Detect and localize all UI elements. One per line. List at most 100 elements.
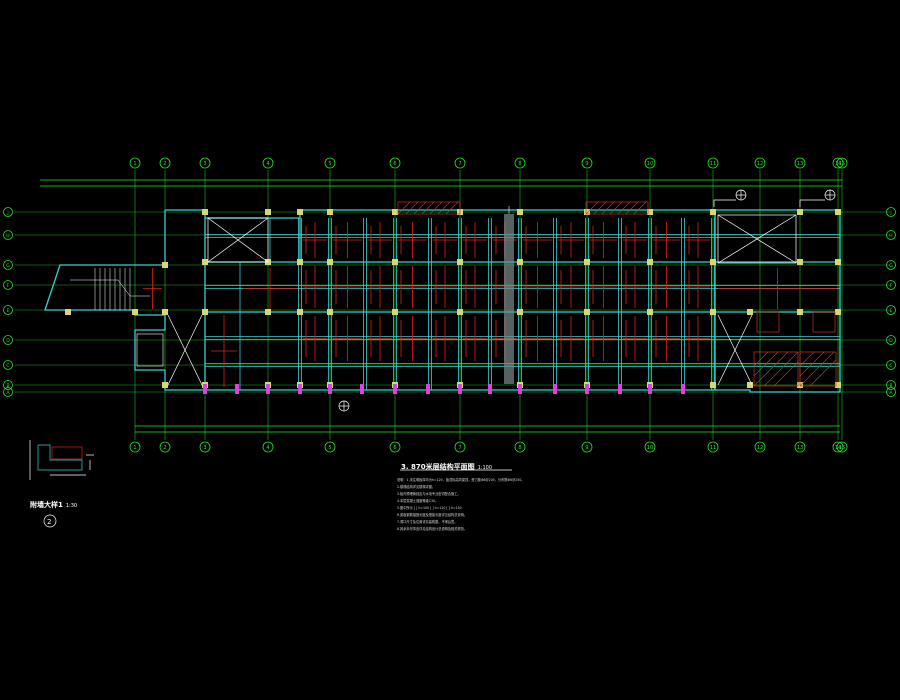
axis-label: 15 — [839, 161, 845, 167]
column — [835, 309, 841, 315]
axis-label: 4 — [266, 161, 269, 167]
axis-bubble-5 — [324, 157, 336, 169]
side-label-right: H — [889, 233, 892, 239]
column — [747, 382, 753, 388]
column — [797, 309, 803, 315]
bottom-openings — [203, 384, 685, 394]
detail-sketch — [29, 440, 94, 528]
column — [162, 309, 168, 315]
axis-label: 11 — [710, 161, 716, 167]
column — [647, 309, 653, 315]
axis-label: 7 — [458, 161, 461, 167]
axis-bubble-2 — [159, 441, 171, 453]
detail-scale: 1:30 — [65, 503, 78, 509]
side-label-right: F — [890, 283, 893, 289]
axis-bubble-11 — [707, 157, 719, 169]
column — [297, 309, 303, 315]
axis-bubble-7 — [454, 441, 466, 453]
column — [835, 382, 841, 388]
axis-bubble-10 — [644, 441, 656, 453]
column — [265, 209, 271, 215]
axis-bubble-9 — [581, 157, 593, 169]
column — [202, 259, 208, 265]
column — [162, 382, 168, 388]
axis-bubble-12 — [754, 157, 766, 169]
column — [132, 309, 138, 315]
column — [710, 309, 716, 315]
opening — [393, 384, 397, 394]
axis-bubble-12 — [754, 441, 766, 453]
side-label-right: J — [889, 210, 891, 216]
side-bubble-right — [886, 380, 896, 390]
axis-bubble-5 — [324, 441, 336, 453]
opening — [235, 384, 239, 394]
opening — [360, 384, 364, 394]
side-label-left: B — [6, 383, 9, 389]
axis-bubble-8 — [514, 441, 526, 453]
stair-left-wing — [70, 268, 150, 310]
column — [797, 259, 803, 265]
column — [265, 309, 271, 315]
axis-bubble-1 — [129, 441, 141, 453]
axis-bubble-14 — [832, 157, 844, 169]
note-line: 2.楼梯结构详见楼梯详图。 — [397, 485, 436, 489]
detail-title-text: 附墙大样1 — [30, 501, 63, 509]
side-bubble-left — [3, 230, 13, 240]
axis-bubble-10 — [644, 157, 656, 169]
opening — [426, 384, 430, 394]
opening — [553, 384, 557, 394]
axis-bubble-6 — [389, 441, 401, 453]
column — [797, 209, 803, 215]
axis-label: 9 — [585, 445, 588, 451]
axis-label: 8 — [518, 445, 521, 451]
axis-bubble-3 — [199, 157, 211, 169]
column — [162, 262, 168, 268]
side-label-left: G — [6, 263, 10, 269]
column — [517, 309, 523, 315]
section-bubbles — [338, 189, 836, 412]
hatched-slabs — [397, 201, 837, 387]
column — [202, 209, 208, 215]
column — [747, 309, 753, 315]
top-dimension-lines — [40, 179, 842, 433]
axis-label: 1 — [133, 445, 136, 451]
note-line: 8.其余未尽事宜详见结构设计总说明及相关规范。 — [397, 527, 467, 531]
column — [327, 309, 333, 315]
axis-bubble-8 — [514, 157, 526, 169]
note-line: 7.洞口尺寸及位置详见建筑图，不得后凿。 — [397, 520, 458, 524]
opening — [488, 384, 492, 394]
axis-bubble-1 — [129, 157, 141, 169]
column — [710, 382, 716, 388]
column — [584, 309, 590, 315]
side-label-right: G — [889, 263, 893, 269]
side-bubble-right — [886, 387, 896, 397]
side-bubble-left — [3, 387, 13, 397]
side-label-right: A — [889, 390, 893, 396]
opening — [328, 384, 332, 394]
axis-label: 7 — [458, 445, 461, 451]
column — [297, 259, 303, 265]
column — [517, 259, 523, 265]
void-markers — [167, 214, 797, 386]
side-label-right: B — [889, 383, 892, 389]
beam-grid — [205, 218, 840, 390]
column — [835, 209, 841, 215]
column — [647, 259, 653, 265]
side-bubble-right — [886, 230, 896, 240]
axis-bubble-13 — [794, 157, 806, 169]
axis-bubble-15 — [836, 157, 848, 169]
side-bubble-right — [886, 207, 896, 217]
side-label-right: E — [890, 308, 893, 314]
side-bubble-left — [3, 305, 13, 315]
note-line: 6.梁板钢筋锚固长度及搭接长度详见结构总说明。 — [397, 513, 467, 517]
side-bubble-right — [886, 335, 896, 345]
axis-label: 11 — [710, 445, 716, 451]
column — [517, 209, 523, 215]
side-bubble-right — [886, 260, 896, 270]
detail-number: 2 — [47, 518, 51, 526]
column — [392, 259, 398, 265]
